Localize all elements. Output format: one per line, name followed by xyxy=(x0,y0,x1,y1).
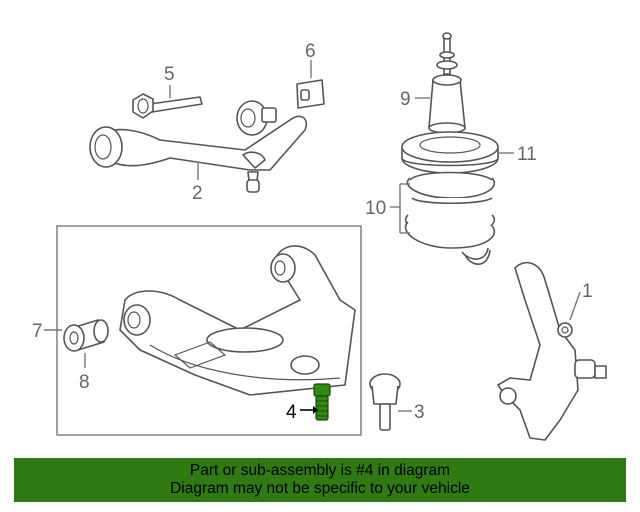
upper-arm-bolt[interactable] xyxy=(132,93,203,119)
callout-9: 9 xyxy=(400,89,411,110)
callout-11: 11 xyxy=(517,144,537,165)
upper-control-arm[interactable] xyxy=(89,100,308,193)
callout-1: 1 xyxy=(582,281,593,302)
banner-line-1: Part or sub-assembly is #4 in diagram xyxy=(189,462,451,479)
highlighted-bolt-part-4[interactable] xyxy=(313,383,331,421)
spring-insulator[interactable] xyxy=(401,131,499,174)
lower-arm-bushing[interactable] xyxy=(63,319,109,352)
leader-lines xyxy=(44,60,581,414)
callout-7: 7 xyxy=(32,321,43,342)
callout-2: 2 xyxy=(192,183,203,204)
banner-line-2: Diagram may not be specific to your vehi… xyxy=(170,480,470,497)
coil-spring[interactable] xyxy=(405,171,496,265)
ball-joint[interactable] xyxy=(369,373,401,431)
notice-banner: Part or sub-assembly is #4 in diagram Di… xyxy=(14,458,626,502)
callout-6: 6 xyxy=(305,41,316,62)
callout-5: 5 xyxy=(164,64,175,85)
callout-3: 3 xyxy=(414,402,425,423)
callout-4: 4 xyxy=(286,402,297,423)
shock-absorber[interactable] xyxy=(428,32,466,134)
callout-8: 8 xyxy=(79,372,90,393)
bump-stop[interactable] xyxy=(296,79,325,109)
callout-10: 10 xyxy=(365,198,386,219)
lower-control-arm[interactable] xyxy=(119,245,356,396)
steering-knuckle[interactable] xyxy=(497,261,607,441)
